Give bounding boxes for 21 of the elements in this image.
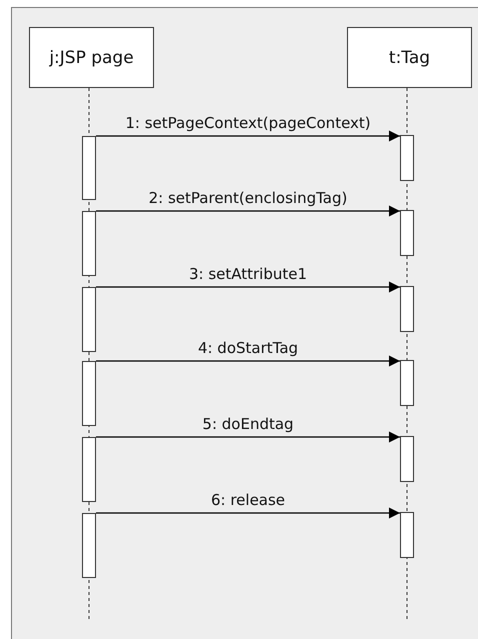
activation-bar	[400, 286, 414, 332]
activation-bar	[82, 211, 96, 276]
message-arrow	[96, 508, 400, 518]
message-label: 2: setParent(enclosingTag)	[146, 189, 350, 207]
message-arrow	[96, 356, 400, 366]
object-box: t:Tag	[347, 27, 472, 88]
activation-bar	[400, 360, 414, 406]
object-box: j:JSP page	[29, 27, 154, 88]
message-arrow	[96, 432, 400, 442]
message-arrow	[96, 282, 400, 292]
activation-bar	[400, 135, 414, 181]
activation-bar	[82, 136, 96, 200]
activation-bar	[82, 361, 96, 426]
activation-bar	[400, 512, 414, 558]
activation-bar	[400, 210, 414, 256]
activation-bar	[82, 513, 96, 578]
activation-bar	[82, 287, 96, 352]
activation-bar	[400, 436, 414, 482]
activation-bar	[82, 437, 96, 502]
message-arrow	[96, 206, 400, 216]
message-arrow	[96, 130, 400, 142]
